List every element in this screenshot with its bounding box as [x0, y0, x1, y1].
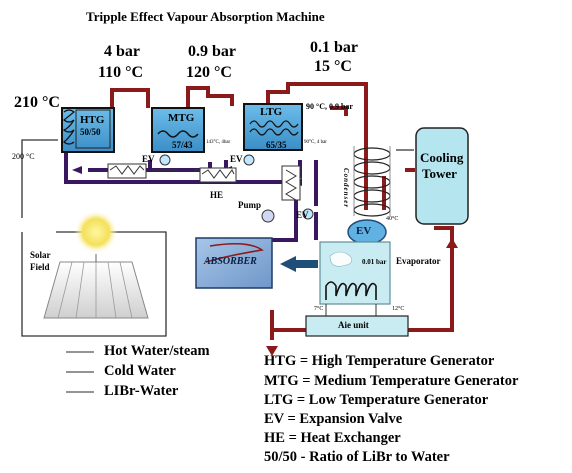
evaporator-box — [319, 241, 391, 305]
abbrev-htg: HTG = High Temperature Generator — [264, 353, 495, 369]
ltg-temperature: 15 °C — [314, 58, 352, 75]
mtg-pressure: 0.9 bar — [188, 43, 236, 60]
htg-pressure: 4 bar — [104, 43, 140, 60]
abbrev-ev: EV = Expansion Valve — [264, 411, 403, 427]
pump — [261, 209, 275, 223]
solar-field-label-line2: Field — [30, 262, 50, 272]
absorber-box — [195, 237, 273, 289]
hot-water-arrows — [266, 238, 458, 356]
absorber-label: ABSORBER — [204, 256, 257, 267]
condenser — [353, 146, 391, 217]
mtg-ratio: 57/43 — [172, 140, 193, 150]
ltg-outlet-conditions: 90 °C, 0.9 bar — [306, 102, 353, 111]
legend-swatches — [66, 351, 94, 393]
abbrev-ratio: 50/50 - Ratio of LiBr to Water — [264, 449, 450, 465]
htg-ratio: 50/50 — [80, 127, 101, 137]
return-temperature: 200 °C — [12, 152, 35, 161]
cooling-tower-label-line2: Tower — [422, 166, 457, 181]
hot-water-pipes — [110, 82, 454, 340]
abbrev-ltg: LTG = Low Temperature Generator — [264, 392, 489, 408]
evaporator-pressure: 0.01 bar — [362, 258, 387, 266]
legend-libr-water: LIBr-Water — [104, 383, 179, 399]
hx-note-1: 143°C, 4bar — [206, 140, 231, 145]
htg-box — [61, 107, 115, 153]
he-label: HE — [210, 190, 224, 200]
solar-field-label-line1: Solar — [30, 250, 51, 260]
hx-note-2: 90°C, 4 bar — [304, 140, 327, 145]
heat-exchanger-coils — [109, 165, 297, 201]
pump-label: Pump — [238, 200, 262, 210]
aie-unit-label: Aie unit — [338, 320, 369, 330]
mtg-label: MTG — [168, 112, 195, 124]
ev-label-2: EV — [230, 154, 243, 164]
aie-unit-box — [305, 304, 409, 337]
vapour-arrow — [280, 256, 318, 272]
ltg-ratio: 65/35 — [266, 140, 287, 150]
ltg-box — [243, 103, 303, 151]
diagram-title: Tripple Effect Vapour Absorption Machine — [86, 9, 325, 24]
ev-label-3: EV — [296, 210, 309, 220]
cooling-tower — [415, 127, 469, 225]
legend-hot-water: Hot Water/steam — [104, 343, 210, 359]
evaporator-label: Evaporator — [396, 256, 441, 266]
abbrev-he: HE = Heat Exchanger — [264, 430, 401, 446]
tower-temperature: 40°C — [386, 216, 399, 222]
aie-inlet-temperature: 7°C — [314, 306, 324, 312]
big-ev-label: EV — [356, 225, 372, 237]
mtg-box — [151, 107, 205, 153]
abbrev-mtg: MTG = Medium Temperature Generator — [264, 373, 519, 389]
mtg-temperature: 120 °C — [186, 64, 232, 81]
ev-valves — [159, 154, 314, 220]
htg-temperature: 110 °C — [98, 64, 144, 81]
cooling-tower-label-line1: Cooling — [420, 150, 464, 165]
ltg-label: LTG — [260, 106, 283, 118]
ltg-pressure: 0.1 bar — [310, 39, 358, 56]
aie-outlet-temperature: 12°C — [392, 306, 405, 312]
source-temperature: 210 °C — [14, 94, 60, 111]
ev-label-1: EV — [142, 154, 155, 164]
htg-label: HTG — [80, 114, 105, 126]
legend-cold-water: Cold Water — [104, 363, 176, 379]
condenser-label: Condenser — [342, 168, 350, 209]
solar-field — [43, 210, 149, 319]
